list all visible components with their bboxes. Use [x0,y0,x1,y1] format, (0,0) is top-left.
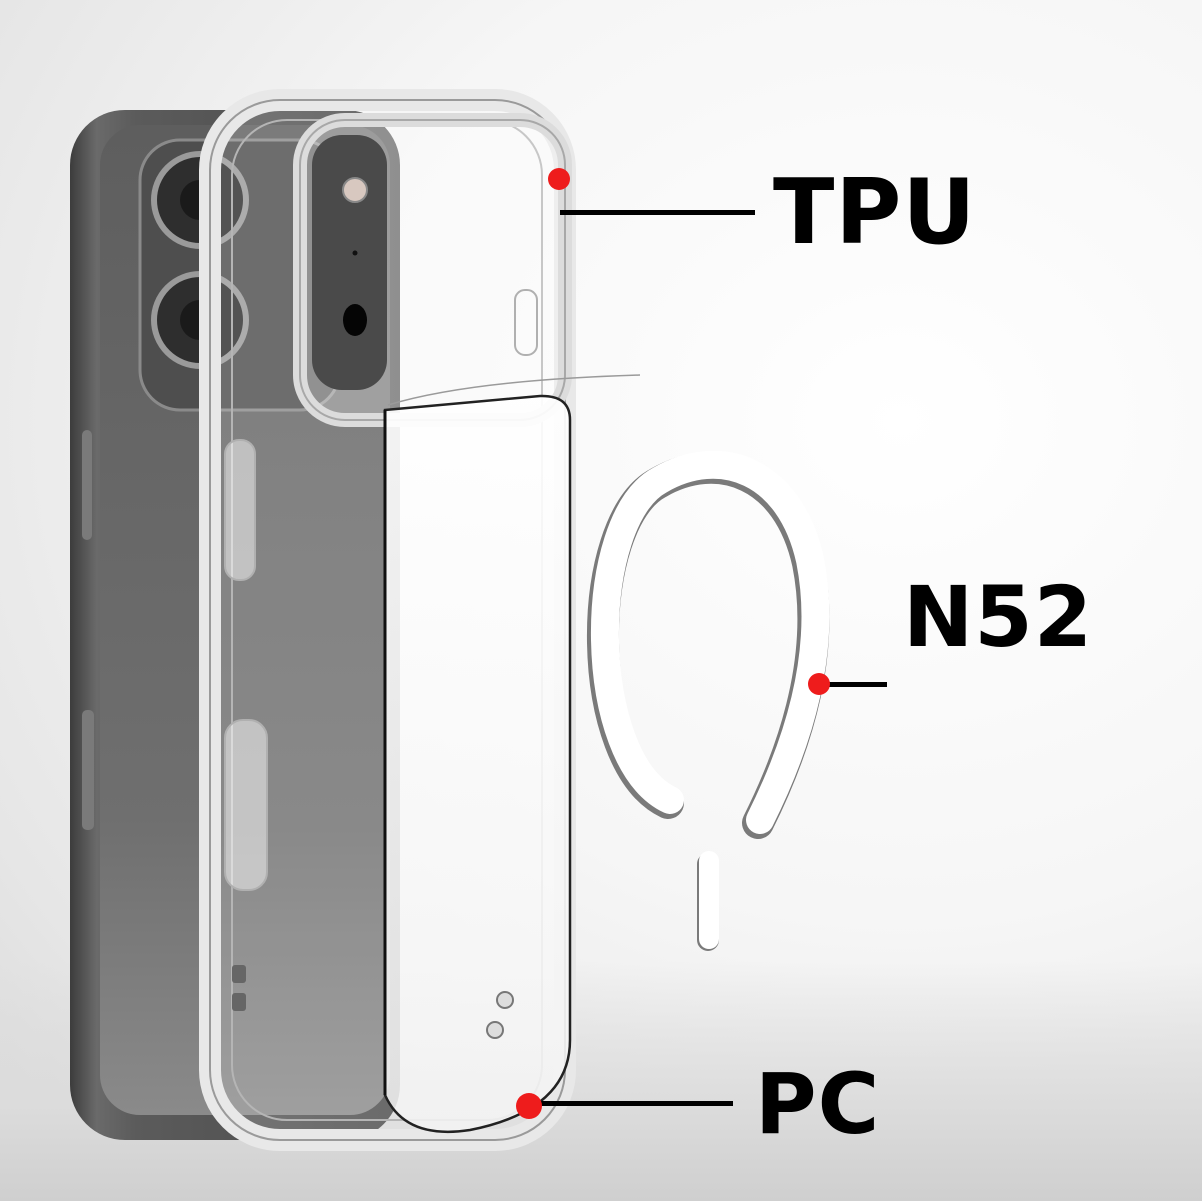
tpu-marker-dot [548,168,570,190]
n52-leader-line [820,682,887,687]
tpu-leader-line [560,210,755,215]
pc-leader-line [538,1101,733,1106]
pc-back-plate [383,374,641,1134]
n52-label: N52 [903,568,1094,666]
magnet-ring [586,450,830,951]
pc-label: PC [755,1055,881,1153]
n52-marker-dot [808,673,830,695]
pc-marker-dot [516,1093,542,1119]
tpu-label: TPU [773,160,977,265]
